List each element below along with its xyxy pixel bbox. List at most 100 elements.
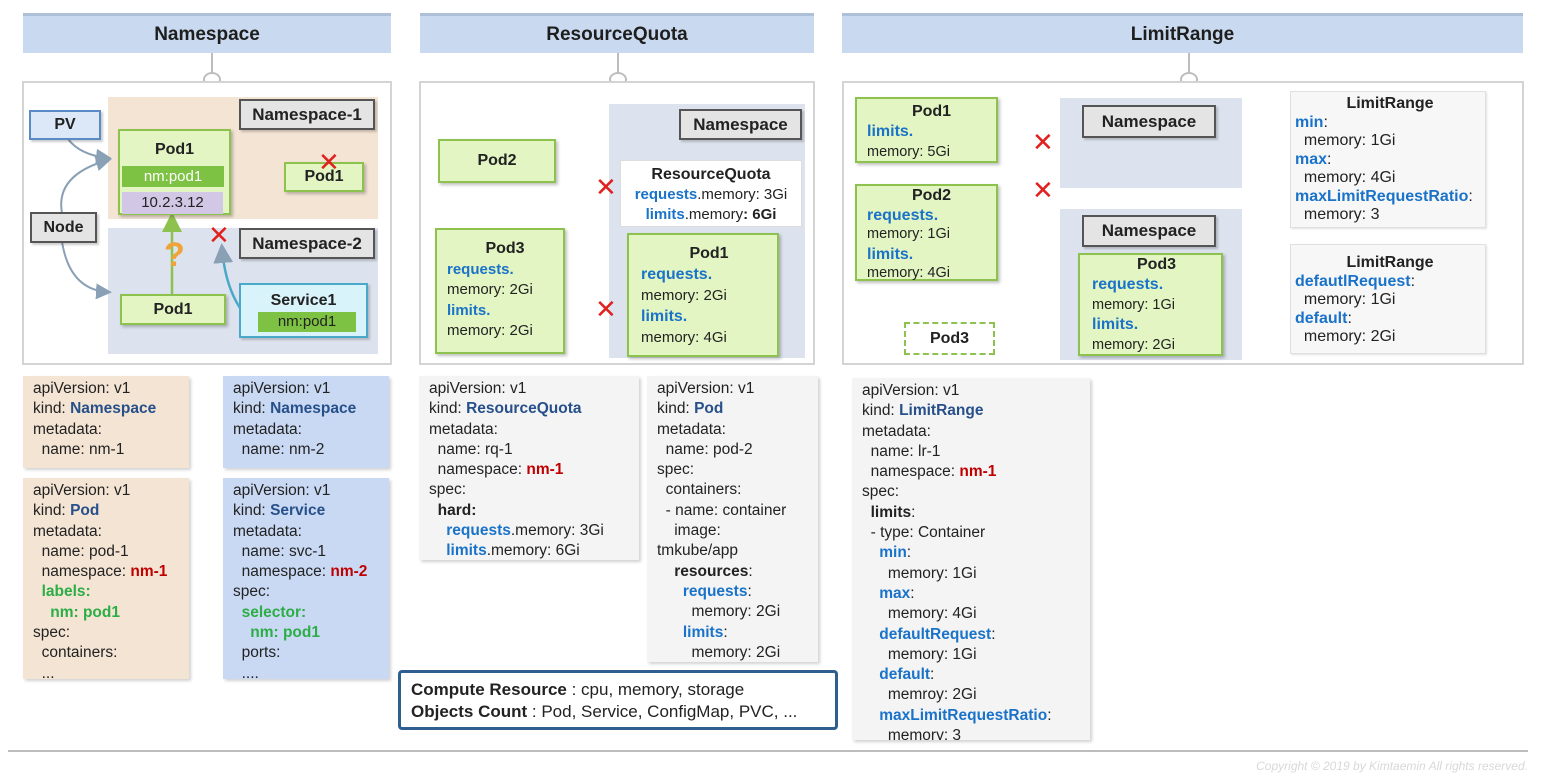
compute-resource-box: Compute Resource : cpu, memory, storage … <box>398 670 838 730</box>
yaml-line: limits: <box>870 503 916 521</box>
yaml-line: spec: <box>33 624 71 642</box>
yaml-line: defaultRequest: <box>879 625 996 643</box>
yaml-line: spec: <box>233 583 271 601</box>
yaml-line: apiVersion: v1 <box>233 380 331 397</box>
rq-limits-key: limits <box>645 206 685 223</box>
yaml-line: requests.memory: 3Gi <box>446 522 604 540</box>
yaml-line: memory: 2Gi <box>691 603 781 621</box>
yaml-line: nm: pod1 <box>233 624 320 642</box>
pod-ip-badge: 10.2.3.12 <box>122 192 223 214</box>
rq-pod3-title: Pod3 <box>485 240 525 257</box>
yaml-line: memroy: 2Gi <box>887 686 977 704</box>
yaml-line: .... <box>233 664 259 679</box>
pod1-title: Pod1 <box>154 141 195 158</box>
rq-limits-val: .memory <box>684 206 744 223</box>
copyright: Copyright © 2019 by Kimtaemin All rights… <box>1256 759 1528 773</box>
yaml-line: resources: <box>674 562 753 580</box>
rq-pod3-lim-mem: memory: 2Gi <box>447 322 533 339</box>
lr-namespace-top-box: Namespace <box>1082 105 1216 138</box>
service1-title: Service1 <box>270 292 337 309</box>
pv-box: PV <box>29 110 101 140</box>
lr-pod1: Pod1 limits. memory: 5Gi <box>855 97 998 163</box>
yaml-line: image: <box>657 522 721 540</box>
cross-icon: ✕ <box>595 294 617 324</box>
yaml-line: hard: <box>429 501 477 519</box>
rq-pod3-req-key: requests. <box>447 260 514 278</box>
question-text: ? <box>164 236 185 274</box>
resourcequota-box: ResourceQuota requests.memory: 3Gi limit… <box>620 160 802 227</box>
yaml-line: memory: 1Gi <box>887 645 977 663</box>
lr1-min-line: min: <box>1295 113 1328 131</box>
lr-namespace-top-text: Namespace <box>1101 111 1197 131</box>
yaml-line: kind: Pod <box>33 502 100 520</box>
compute-line-2: Objects Count : Pod, Service, ConfigMap,… <box>411 702 798 721</box>
yaml-line: kind: ResourceQuota <box>429 400 582 418</box>
yaml-line: spec: <box>429 481 467 499</box>
rq-pod1-lim-mem: memory: 4Gi <box>641 329 727 346</box>
lr-pod2-req-mem: memory: 1Gi <box>867 226 950 242</box>
lr-pod1-lim-mem: memory: 5Gi <box>867 144 950 160</box>
yaml-line: max: <box>879 584 915 602</box>
yaml-line: apiVersion: v1 <box>862 382 960 399</box>
limitrange-header: LimitRange <box>842 13 1523 53</box>
node-box: Node <box>30 212 97 243</box>
lr2-def-line: default: <box>1295 309 1352 327</box>
yaml-line: containers: <box>33 644 118 662</box>
lr-pod1-title: Pod1 <box>911 103 952 120</box>
yaml-line: maxLimitRequestRatio: <box>879 706 1052 724</box>
yaml-line: name: pod-1 <box>33 542 129 560</box>
resourcequota-header-label: ResourceQuota <box>546 23 688 45</box>
yaml-line: name: svc-1 <box>233 542 327 560</box>
connector-stem <box>1188 53 1190 73</box>
yaml-line: name: nm-2 <box>233 440 325 458</box>
lr-pod3-lim-key: limits. <box>1092 316 1139 333</box>
yaml-line: requests: <box>682 582 752 600</box>
yaml-line: metadata: <box>429 420 498 438</box>
cross-icon: ✕ <box>1032 175 1054 205</box>
yaml-line: name: pod-2 <box>657 440 753 458</box>
lr-pod2: Pod2 requests. memory: 1Gi limits. memor… <box>855 184 998 281</box>
namespace-header-label: Namespace <box>154 23 260 45</box>
rq-limits-val2: : 6Gi <box>743 206 777 223</box>
yaml-line: name: lr-1 <box>862 442 941 460</box>
pod1-namespace2: Pod1 <box>120 294 226 325</box>
lr1-ratio-line: maxLimitRequestRatio: <box>1295 187 1473 205</box>
cross-icon: ✕ <box>318 147 340 177</box>
yaml-line: limits: <box>682 623 728 641</box>
question-icon: ? <box>164 236 185 275</box>
namespace-1-label: Namespace-1 <box>239 99 375 130</box>
lr-pod3-inside: Pod3 requests. memory: 1Gi limits. memor… <box>1078 253 1223 356</box>
service-selector-badge: nm:pod1 <box>258 312 356 332</box>
yaml-line: kind: Pod <box>657 400 724 418</box>
lr1-max-line: max: <box>1295 150 1332 168</box>
lr2-defreq-mem: memory: 1Gi <box>1303 291 1396 308</box>
rq-title: ResourceQuota <box>651 166 771 183</box>
yaml-line: spec: <box>657 461 695 479</box>
lr-pod3-req-mem: memory: 1Gi <box>1092 297 1175 313</box>
pod1-ns2-title: Pod1 <box>153 301 193 318</box>
rq-pod1: Pod1 requests. memory: 2Gi limits. memor… <box>627 233 779 357</box>
rq-pod2: Pod2 <box>438 139 556 183</box>
pod1-crossed-title: Pod1 <box>304 168 344 185</box>
lr-pod3-title: Pod3 <box>1136 256 1177 273</box>
yaml-line: apiVersion: v1 <box>33 482 131 499</box>
rq-requests-key: requests <box>634 186 698 203</box>
cross-icon: ✕ <box>1032 127 1054 157</box>
resourcequota-header: ResourceQuota <box>420 13 814 53</box>
rq-pod2-title: Pod2 <box>477 152 517 169</box>
namespace-2-label: Namespace-2 <box>239 228 375 259</box>
yaml-line: namespace: nm-1 <box>429 461 564 479</box>
lr-pod3-outside: Pod3 <box>904 322 995 355</box>
compute-line-1: Compute Resource : cpu, memory, storage <box>411 680 745 699</box>
yaml-line: min: <box>879 544 912 562</box>
lr2-title: LimitRange <box>1346 254 1434 271</box>
yaml-line: - type: Container <box>862 524 986 542</box>
yaml-line: spec: <box>862 483 900 501</box>
connector-stem <box>211 53 213 73</box>
